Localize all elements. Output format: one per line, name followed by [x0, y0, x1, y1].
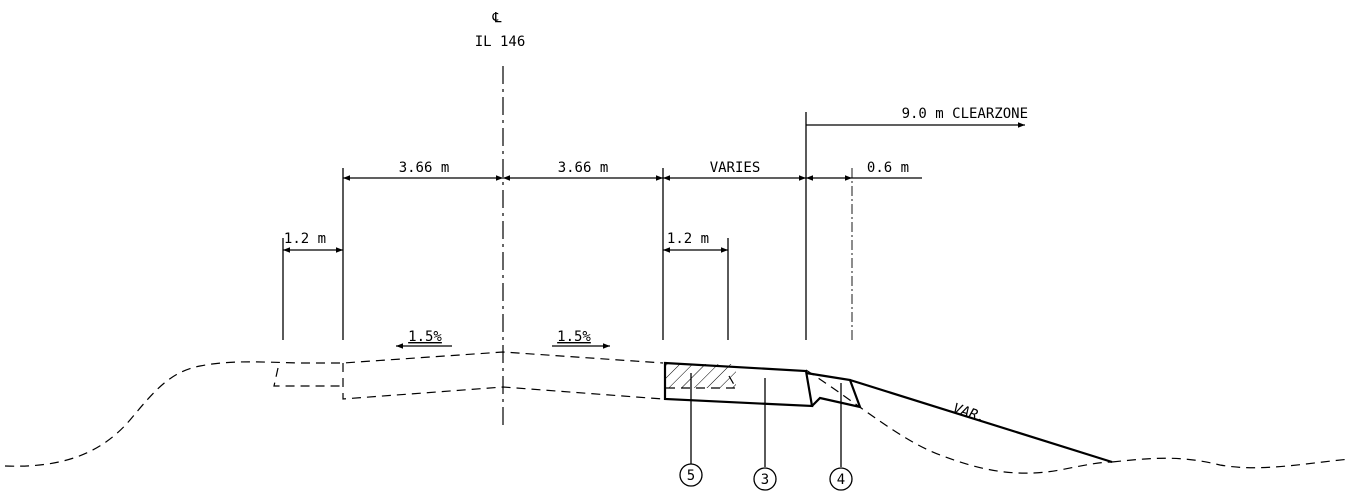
callout-3-circle [753, 467, 777, 491]
curb-section-4 [805, 371, 862, 409]
existing-ground [4, 351, 1351, 474]
left-lane-width: 3.66 m [399, 160, 450, 176]
left-slope-label: 1.5% [408, 329, 442, 345]
offset-width: 0.6 m [867, 160, 909, 176]
left-shoulder-width: 1.2 m [284, 231, 326, 247]
callout-3-number: 3 [761, 472, 769, 488]
hatched-area-edge [666, 375, 738, 389]
route-label: IL 146 [475, 34, 526, 50]
proposed-shoulder-section: VAR. [663, 361, 1113, 464]
callouts: 5 3 4 [679, 373, 853, 491]
clearzone-dimension: 9.0 m CLEARZONE [805, 106, 1028, 340]
lane-dimension-chain: 3.66 m 3.66 m VARIES 0.6 m [342, 160, 922, 340]
callout-4-circle [829, 467, 853, 491]
callout-5-number: 5 [687, 468, 695, 484]
callout-4-number: 4 [837, 472, 845, 488]
centerline: ℄ IL 146 [475, 10, 526, 425]
existing-pavement-outline [273, 363, 664, 400]
clearzone-label: 9.0 m CLEARZONE [902, 106, 1028, 122]
hatched-area-5 [666, 364, 736, 388]
fill-slope-label: VAR. [951, 401, 988, 427]
fill-slope-line [849, 378, 1113, 464]
shoulder-dimensions: 1.2 m 1.2 m [282, 231, 729, 340]
existing-ground-line-far-right [1111, 457, 1351, 469]
existing-ground-line-left [4, 351, 664, 467]
callout-5-circle [679, 463, 703, 487]
cross-slopes: 1.5% 1.5% [396, 329, 610, 349]
varies-width: VARIES [710, 160, 761, 176]
right-lane-width: 3.66 m [558, 160, 609, 176]
right-shoulder-width: 1.2 m [667, 231, 709, 247]
existing-ground-line-right [805, 369, 1113, 474]
centerline-symbol: ℄ [492, 10, 502, 26]
right-slope-label: 1.5% [557, 329, 591, 345]
